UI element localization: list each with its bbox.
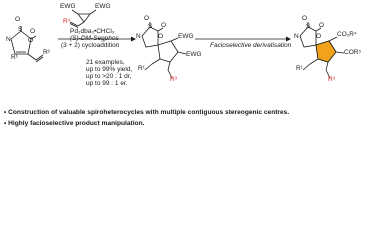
ligand-label: (S)-DM-Segphos	[70, 35, 119, 42]
substrate-o-top: O	[15, 16, 21, 23]
substrate-o-ring: O	[28, 37, 34, 44]
substrate-r1: R¹	[11, 54, 18, 61]
scope-line-1: 21 examples,	[86, 59, 125, 66]
product2-r1: R¹	[296, 65, 303, 72]
product2-r3: R³	[328, 76, 335, 83]
product2-n: N	[294, 33, 299, 40]
scope-line-4: up to 99 : 1 er.	[86, 80, 128, 87]
product1-r3: R³	[170, 76, 177, 83]
bullet-1: • Construction of valuable spiroheterocy…	[4, 109, 290, 116]
product2-o-right: O	[319, 22, 325, 29]
substrate-s: S	[18, 26, 23, 33]
substrate-n: N	[6, 36, 11, 43]
reagent-r3: R³	[63, 18, 70, 25]
product1-o-ring: O	[158, 33, 164, 40]
product1-r1: R¹	[138, 65, 145, 72]
scope-line-3: up to >20 : 1 dr,	[86, 73, 132, 80]
derivatisation-label: Facioselective derivatisation	[210, 42, 292, 49]
substrate-o-right: O	[30, 28, 36, 35]
product1-isoxazoline-ring	[141, 26, 159, 48]
product1-cyclopentane-ring	[157, 40, 179, 63]
product1-ewg-top: EWG	[178, 33, 194, 40]
product2-isoxazoline-ring	[299, 26, 317, 48]
product1-o-right: O	[161, 22, 167, 29]
product1-n: N	[136, 33, 141, 40]
product2-s: S	[306, 23, 311, 30]
product2-co2r4: CO₂R⁴	[337, 31, 357, 38]
bullet-2: • Highly facioselective product manipula…	[4, 120, 145, 127]
reagent-ewg-right: EWG	[95, 3, 111, 10]
substrate-ring	[10, 30, 32, 55]
product2-o-top: O	[302, 15, 308, 22]
reagent-ewg-left: EWG	[60, 3, 76, 10]
product1-s: S	[148, 23, 153, 30]
scope-line-2: up to 99% yield,	[86, 66, 133, 73]
product2-o-ring: O	[316, 33, 322, 40]
product2-orange-pentagon	[315, 40, 337, 63]
substrate-r2: R²	[43, 49, 50, 56]
reaction-type-label: (3 + 2) cycloaddition	[61, 42, 120, 49]
product1-o-top: O	[144, 15, 150, 22]
product1-ewg-bottom: EWG	[186, 51, 202, 58]
scheme-drawing	[10, 9, 345, 79]
product2-cor5: COR⁵	[344, 49, 362, 56]
cyclopropane-ring	[77, 13, 91, 23]
catalyst-label: Pd₂dba₃•CHCl₃	[70, 28, 115, 35]
